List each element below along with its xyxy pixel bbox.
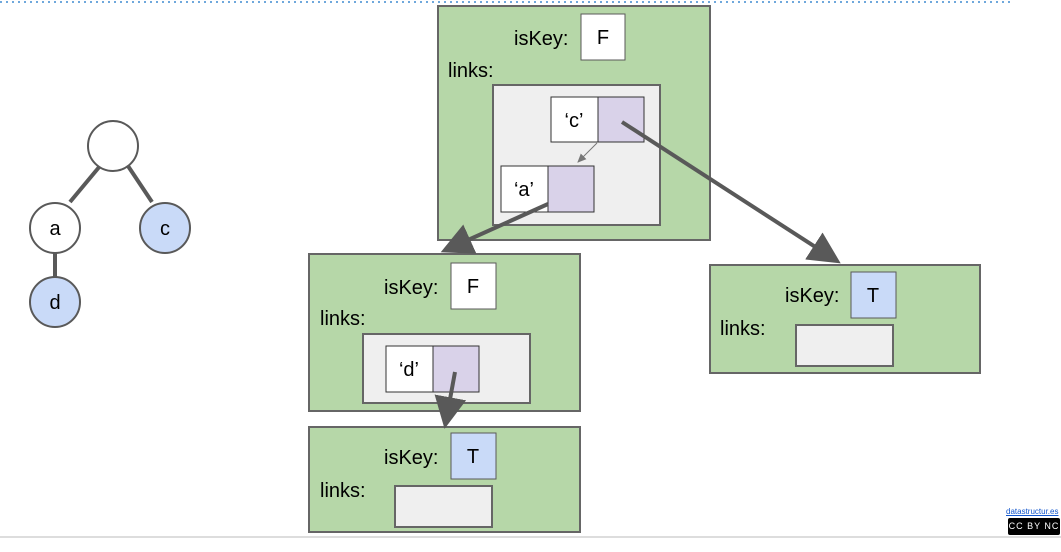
iskey-label: isKey: [384, 277, 438, 299]
iskey-label: isKey: [785, 285, 839, 307]
iskey-box [580, 13, 626, 61]
links-map-empty [795, 324, 894, 367]
iskey-box [850, 271, 897, 319]
tree-label-c: c [160, 218, 170, 240]
link-key-d: ‘d’ [399, 359, 419, 381]
iskey-box [450, 262, 497, 310]
links-label: links: [720, 318, 766, 340]
tree-node-d [29, 276, 81, 328]
tree-edge [126, 164, 154, 204]
iskey-label: isKey: [384, 447, 438, 469]
iskey-value: F [597, 27, 609, 49]
trie-diagram: a c d isKey: F links: ‘c’ ‘a’ isKey: F l… [0, 1, 1061, 538]
tree-label-a: a [49, 218, 61, 240]
credit-link[interactable]: datastructur.es [1006, 507, 1059, 516]
tree-node-root [87, 120, 139, 172]
iskey-box [450, 432, 497, 480]
trie-node-a: isKey: F links: ‘d’ [308, 253, 581, 412]
tree: a c d [29, 120, 191, 328]
trie-node-d: isKey: T links: [308, 426, 581, 533]
trie-node-root: isKey: F links: ‘c’ ‘a’ [437, 5, 711, 241]
iskey-value: T [867, 285, 879, 307]
tree-node-a [29, 202, 81, 254]
cc-license-badge: CC BY NC SA [1008, 518, 1060, 548]
iskey-value: T [467, 446, 479, 468]
tree-node-c [139, 202, 191, 254]
iskey-label: isKey: [514, 28, 568, 50]
tree-edge [68, 164, 102, 204]
link-key-c: ‘c’ [565, 110, 584, 132]
links-map-empty [394, 485, 493, 528]
link-key-a: ‘a’ [514, 179, 534, 201]
pointer-arrow-c [620, 120, 841, 264]
map-order-arrow [577, 142, 598, 163]
iskey-value: F [467, 276, 479, 298]
links-label: links: [320, 480, 366, 502]
pointer-arrow-d [434, 371, 467, 429]
tree-label-d: d [49, 292, 60, 314]
links-label: links: [448, 60, 494, 82]
pointer-cell [597, 96, 645, 143]
links-label: links: [320, 308, 366, 330]
pointer-arrow-a [440, 202, 549, 254]
pointer-cell [547, 165, 595, 213]
pointer-cell [432, 345, 480, 393]
trie-node-c: isKey: T links: [709, 264, 981, 374]
